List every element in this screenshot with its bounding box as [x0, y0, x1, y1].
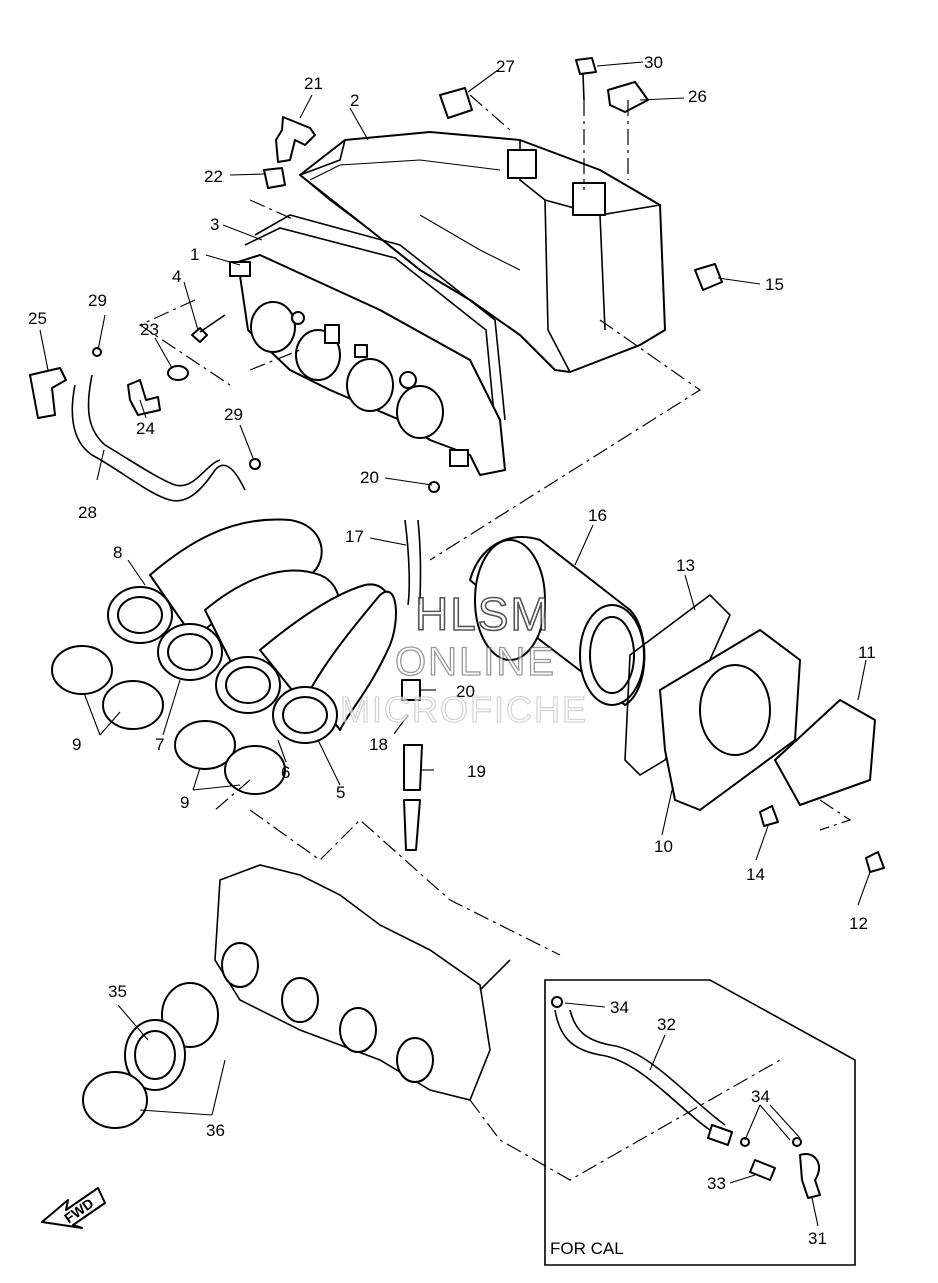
callout-6: 6	[281, 763, 290, 782]
callout-8: 8	[113, 543, 122, 562]
callout-24: 24	[136, 419, 155, 438]
intake-joints	[107, 518, 397, 744]
callout-26: 26	[688, 87, 707, 106]
throttle-body	[214, 864, 491, 1101]
small-parts-top	[29, 57, 723, 502]
air-cleaner-case	[299, 131, 666, 373]
drain-hose-assembly	[401, 519, 423, 851]
assembly-lines	[138, 94, 852, 1181]
callout-14: 14	[746, 865, 765, 884]
callout-34b: 34	[751, 1087, 770, 1106]
callout-1: 1	[190, 245, 199, 264]
callout-4: 4	[172, 267, 181, 286]
hose-clamps	[51, 645, 286, 795]
callout-5: 5	[336, 783, 345, 802]
callout-29a: 29	[88, 291, 107, 310]
air-filter-element	[469, 535, 646, 706]
callout-34a: 34	[610, 998, 629, 1017]
callout-10: 10	[654, 837, 673, 856]
air-cleaner-cap	[229, 254, 506, 476]
callout-17: 17	[345, 527, 364, 546]
callout-12: 12	[849, 914, 868, 933]
leader-lines	[39, 61, 871, 1227]
callout-27: 27	[496, 57, 515, 76]
callout-33: 33	[707, 1174, 726, 1193]
callout-20b: 20	[456, 682, 475, 701]
gasket	[244, 214, 506, 426]
callout-35: 35	[108, 982, 127, 1001]
callout-25: 25	[28, 309, 47, 328]
callout-9b: 9	[180, 793, 189, 812]
callout-22: 22	[204, 167, 223, 186]
callout-20a: 20	[360, 468, 379, 487]
callout-11: 11	[858, 643, 876, 662]
fwd-arrow: FWD	[41, 1187, 106, 1229]
callout-31: 31	[808, 1229, 827, 1248]
callout-7: 7	[155, 735, 164, 754]
callout-29b: 29	[224, 405, 243, 424]
callout-23: 23	[140, 320, 159, 339]
callout-30: 30	[644, 53, 663, 72]
callout-19: 19	[467, 762, 486, 781]
joint-and-clamps	[82, 982, 219, 1129]
callout-21: 21	[304, 74, 323, 93]
watermark-line-3: MICROFICHE	[340, 689, 588, 730]
callout-16: 16	[588, 506, 607, 525]
inset-for-cal	[544, 979, 856, 1266]
inset-label: FOR CAL	[550, 1239, 624, 1258]
watermark-line-2: ONLINE	[395, 640, 556, 684]
callout-28: 28	[78, 503, 97, 522]
watermark-line-1: HLSM	[415, 588, 551, 640]
watermark: HLSM ONLINE MICROFICHE	[339, 587, 588, 730]
callout-numbers: 1 2 3 4 5 6 7 8 9 9 10 11 12 13 14 15 16…	[28, 53, 876, 1258]
callout-9a: 9	[72, 735, 81, 754]
callout-32: 32	[657, 1015, 676, 1034]
element-cap	[624, 593, 885, 873]
callout-15: 15	[765, 275, 784, 294]
callout-18: 18	[369, 735, 388, 754]
callout-13: 13	[676, 556, 695, 575]
callout-2: 2	[350, 91, 359, 110]
callout-3: 3	[210, 215, 219, 234]
callout-36: 36	[206, 1121, 225, 1140]
